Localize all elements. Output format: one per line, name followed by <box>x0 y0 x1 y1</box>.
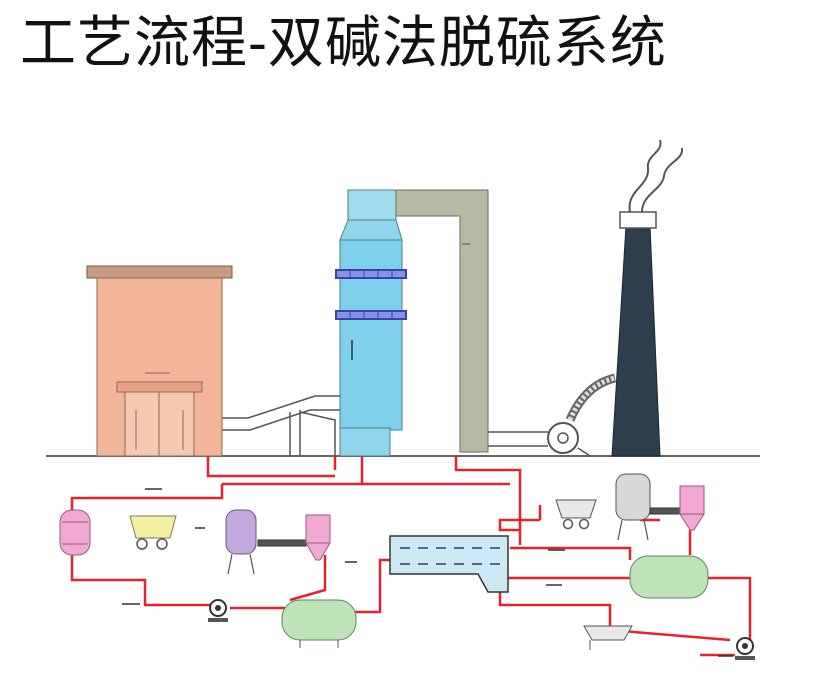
slurry-mixer-silo <box>305 514 331 561</box>
lime-silo <box>225 509 307 575</box>
flue-duct-inlet <box>222 395 340 456</box>
pipe-markers <box>122 488 733 657</box>
spray-ring-lower <box>335 310 407 320</box>
page-title: 工艺流程-双碱法脱硫系统 <box>20 11 667 76</box>
alkali-tank <box>59 509 91 556</box>
lime-hopper-cart <box>129 515 177 550</box>
flue-duct-outlet <box>395 189 489 453</box>
spray-ring-upper <box>335 269 407 279</box>
regeneration-tank <box>281 599 357 648</box>
caustic-soda-silo <box>679 485 705 531</box>
lime-storage-tank <box>615 473 681 541</box>
circulation-pump-left <box>208 599 228 622</box>
desulfurization-tower <box>339 189 403 457</box>
sludge-hopper <box>583 625 633 650</box>
absorbent-tank <box>629 555 709 599</box>
slurry-pipelines <box>70 456 752 657</box>
induced-draft-fan <box>488 373 617 457</box>
chimney <box>611 139 684 457</box>
boiler-house <box>86 265 233 457</box>
circulation-pump-right <box>735 637 755 660</box>
settling-pond <box>389 535 509 593</box>
gypsum-cart <box>555 499 597 530</box>
